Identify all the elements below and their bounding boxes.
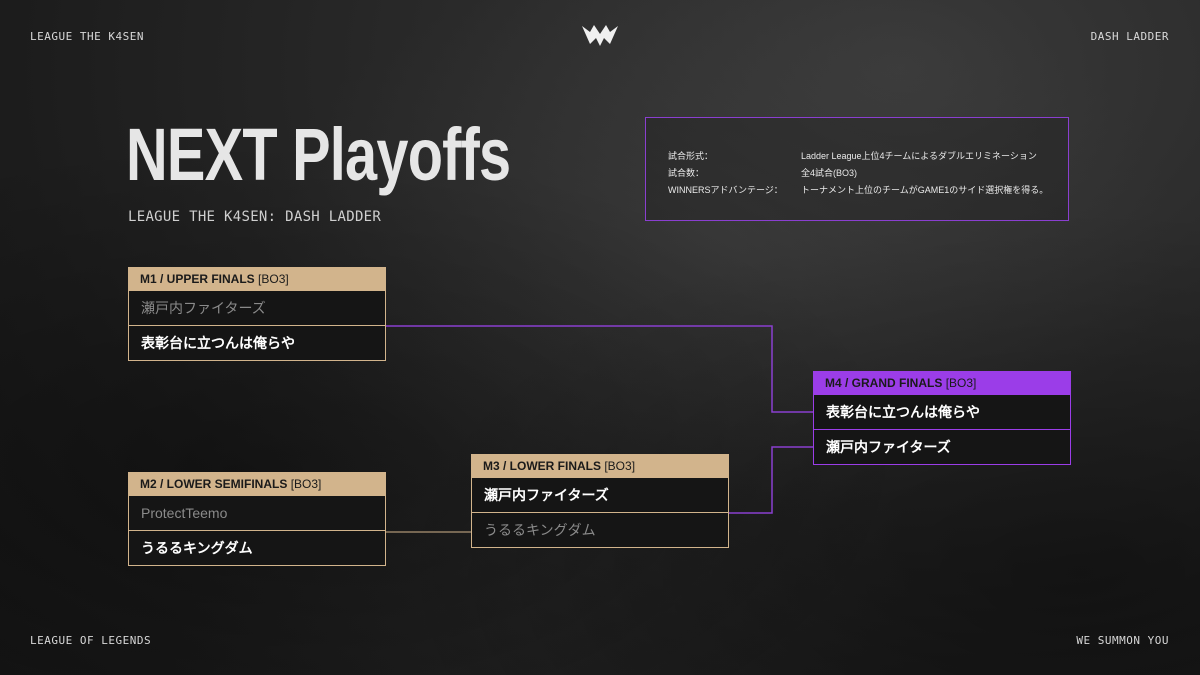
team-slot[interactable]: うるるキングダム — [471, 513, 729, 548]
info-key: 試合数： — [668, 168, 705, 178]
match-format: [BO3] — [290, 477, 322, 491]
match-m4-grand-finals: M4 / GRAND FINALS [BO3] 表彰台に立つんは俺らや 瀬戸内フ… — [813, 371, 1071, 465]
match-label: M3 / LOWER FINALS — [483, 459, 601, 473]
corner-bottom-left: LEAGUE OF LEGENDS — [30, 634, 152, 647]
match-header: M4 / GRAND FINALS [BO3] — [813, 371, 1071, 395]
team-slot[interactable]: 表彰台に立つんは俺らや — [128, 326, 386, 361]
match-format: [BO3] — [604, 459, 636, 473]
match-m3-lower-finals: M3 / LOWER FINALS [BO3] 瀬戸内ファイターズ うるるキング… — [471, 454, 729, 548]
team-slot[interactable]: 瀬戸内ファイターズ — [471, 478, 729, 513]
corner-top-right: DASH LADDER — [1090, 30, 1169, 43]
team-slot[interactable]: 瀬戸内ファイターズ — [128, 291, 386, 326]
info-key: WINNERSアドバンテージ： — [668, 185, 783, 195]
rules-info-box: 試合形式： Ladder League上位4チームによるダブルエリミネーション … — [645, 117, 1069, 221]
team-slot[interactable]: ProtectTeemo — [128, 496, 386, 531]
info-value: Ladder League上位4チームによるダブルエリミネーション — [801, 151, 1037, 161]
match-header: M1 / UPPER FINALS [BO3] — [128, 267, 386, 291]
match-label: M2 / LOWER SEMIFINALS — [140, 477, 288, 491]
corner-top-left: LEAGUE THE K4SEN — [30, 30, 144, 43]
corner-bottom-right: WE SUMMON YOU — [1076, 634, 1169, 647]
info-value: 全4試合(BO3) — [801, 168, 858, 178]
match-format: [BO3] — [258, 272, 289, 286]
team-slot[interactable]: うるるキングダム — [128, 531, 386, 566]
match-m2-lower-semifinals: M2 / LOWER SEMIFINALS [BO3] ProtectTeemo… — [128, 472, 386, 566]
team-slot[interactable]: 表彰台に立つんは俺らや — [813, 395, 1071, 430]
connector-m3-m4 — [729, 446, 813, 514]
match-header: M3 / LOWER FINALS [BO3] — [471, 454, 729, 478]
match-label: M1 / UPPER FINALS — [140, 272, 255, 286]
info-key: 試合形式： — [668, 151, 714, 161]
match-m1-upper-finals: M1 / UPPER FINALS [BO3] 瀬戸内ファイターズ 表彰台に立つ… — [128, 267, 386, 361]
team-slot[interactable]: 瀬戸内ファイターズ — [813, 430, 1071, 465]
match-format: [BO3] — [945, 376, 977, 390]
crown-logo-icon — [582, 25, 618, 46]
page-title: NEXT Playoffs — [126, 113, 511, 196]
info-value: トーナメント上位のチームがGAME1のサイド選択権を得る。 — [801, 185, 1049, 195]
connector-m1-m4 — [386, 325, 813, 413]
match-header: M2 / LOWER SEMIFINALS [BO3] — [128, 472, 386, 496]
match-label: M4 / GRAND FINALS — [825, 376, 943, 390]
page-subtitle: LEAGUE THE K4SEN: DASH LADDER — [128, 209, 382, 225]
